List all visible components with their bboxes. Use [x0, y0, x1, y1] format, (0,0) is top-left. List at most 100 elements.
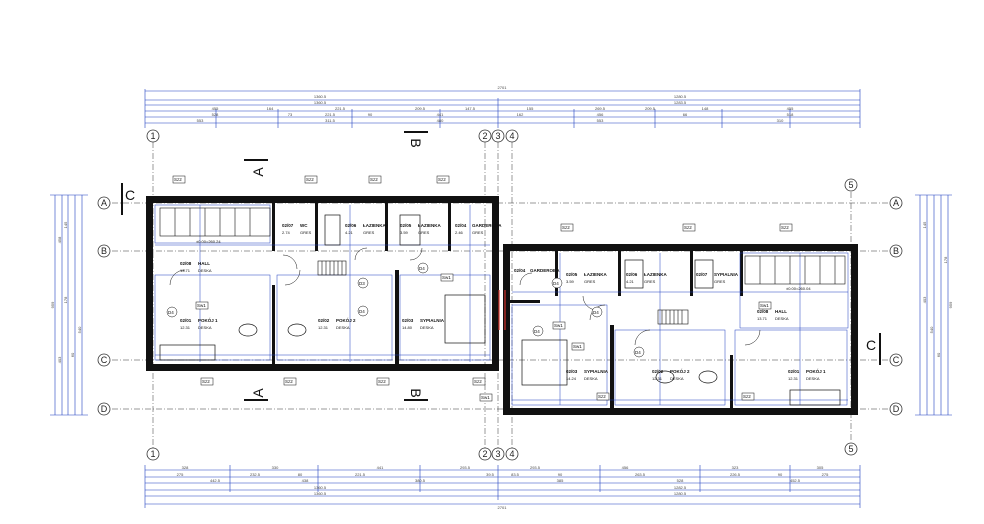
- room-finish: DESKA: [670, 376, 684, 381]
- section-marks: [121, 131, 881, 401]
- dim-left-1: 458: [57, 236, 62, 243]
- left-dimension-text: 959 458 403 145 178 60 540: [50, 221, 82, 363]
- tag-sz2: Sz2: [598, 394, 606, 399]
- interior-dimension-lines: [154, 204, 849, 406]
- dim-bot-r1-3: 293.5: [460, 465, 471, 470]
- section-a-bottom-label: A: [250, 388, 266, 398]
- walls-right-unit: [503, 244, 858, 415]
- tag-sz2: Sz2: [684, 225, 692, 230]
- section-mark-labels: A A B B C C: [125, 138, 876, 397]
- grid-label-1-bottom: 1: [150, 449, 155, 459]
- room-code: 02/06: [345, 223, 357, 228]
- dim-top-r3-b: 1283.5: [674, 100, 687, 105]
- dim-left-2: 403: [57, 356, 62, 363]
- tag-d4: D4: [168, 310, 174, 315]
- room-code: 02/07: [282, 223, 294, 228]
- dim-top-r6-3: 553: [597, 118, 604, 123]
- room-name: HALL: [198, 261, 210, 266]
- dim-top-r4-5: 155: [527, 106, 534, 111]
- room-finish: GRES: [714, 279, 726, 284]
- dim-top-r3-a: 1360.5: [314, 100, 327, 105]
- dim-top-r4-6: 269.5: [595, 106, 606, 111]
- room-finish: DESKA: [198, 325, 212, 330]
- room-finish: DESKA: [420, 325, 434, 330]
- room-code: 02/05: [566, 272, 578, 277]
- grid-label-b-right: B: [893, 246, 899, 256]
- dim-right-1: 145: [922, 221, 927, 228]
- tag-d4: D4: [534, 329, 540, 334]
- grid-label-2-bottom: 2: [482, 449, 487, 459]
- room-finish: DESKA: [806, 376, 820, 381]
- tag-sz2: Sz2: [306, 177, 314, 182]
- dim-bot-r2-7: 263.5: [635, 472, 646, 477]
- dim-bot-r2-4: 39.5: [486, 472, 495, 477]
- door-tag-labels: D4 D4 D4 D4 D4 D4 D3 D4: [168, 266, 641, 355]
- tag-sz2: Sz2: [474, 379, 482, 384]
- room-area: 12.31: [652, 376, 663, 381]
- furniture: [159, 214, 841, 406]
- dim-bot-r2-5: 83.5: [511, 472, 520, 477]
- door-tag-circles: [166, 262, 645, 358]
- tag-sw1: Sw1: [442, 275, 451, 280]
- dim-top-r4-0: 455: [212, 106, 219, 111]
- dim-top-r4-8: 148: [702, 106, 709, 111]
- tag-sw1: Sw1: [197, 303, 206, 308]
- room-area: 12.31: [318, 325, 329, 330]
- room-name: ŁAZIENKA: [363, 223, 386, 228]
- tag-sz2: Sz2: [438, 177, 446, 182]
- dim-bot-r2-1: 232.5: [250, 472, 261, 477]
- tag-d4: D4: [553, 281, 559, 286]
- tag-sz2: Sz2: [370, 177, 378, 182]
- dim-left-4: 178: [63, 296, 68, 303]
- dim-top-r5-8: 518: [787, 112, 794, 117]
- room-code: 02/05: [400, 223, 412, 228]
- tag-sz2: Sz2: [174, 177, 182, 182]
- room-name: POKÓJ 2: [336, 316, 356, 323]
- room-finish: GRES: [300, 230, 312, 235]
- dim-bot-r2-6: 90: [558, 472, 563, 477]
- tag-d4: D4: [593, 310, 599, 315]
- dim-top-r4-9: 455: [787, 106, 794, 111]
- grid-label-5-bottom: 5: [848, 444, 853, 454]
- room-area: 12.31: [788, 376, 799, 381]
- dim-bot-r1-6: 323: [732, 465, 739, 470]
- dim-top-r5-4: 441: [437, 112, 444, 117]
- room-area: 4.21: [345, 230, 354, 235]
- room-name: ŁAZIENKA: [584, 272, 607, 277]
- tag-sz2: Sz2: [743, 394, 751, 399]
- dim-bot-r2-8: 226.5: [730, 472, 741, 477]
- room-code: 02/04: [514, 268, 526, 273]
- room-code: 02/01: [788, 369, 800, 374]
- grid-label-3-bottom: 3: [495, 449, 500, 459]
- room-finish: DESKA: [584, 376, 598, 381]
- room-finish: DESKA: [775, 316, 789, 321]
- tag-d4: D4: [359, 309, 365, 314]
- grid-label-d-right: D: [893, 404, 900, 414]
- dim-bot-r1-1: 330: [272, 465, 279, 470]
- bottom-dimension-chains: [144, 465, 861, 508]
- dim-bot-r5-a: 1360.5: [314, 491, 327, 496]
- dim-left-3: 145: [63, 221, 68, 228]
- dim-right-0: 959: [948, 301, 953, 308]
- room-area: 13.71: [757, 316, 768, 321]
- room-name: GARDEROBA: [530, 268, 560, 273]
- room-code: 02/03: [566, 369, 578, 374]
- dim-bot-r3-4: 528: [677, 478, 684, 483]
- room-area: 14.24: [566, 376, 577, 381]
- room-finish: DESKA: [336, 325, 350, 330]
- dim-left-0: 959: [50, 301, 55, 308]
- room-code: 02/06: [626, 272, 638, 277]
- room-finish: GRES: [584, 279, 596, 284]
- room-name: HALL: [775, 309, 787, 314]
- dim-top-r5-7: 66: [683, 112, 688, 117]
- highlight-accents: [498, 290, 506, 330]
- dim-top-r6-4: 310: [777, 118, 784, 123]
- section-c-right-label: C: [866, 337, 876, 353]
- dim-top-r2-b: 1280.5: [674, 94, 687, 99]
- stairs-right: [657, 255, 846, 325]
- room-area: 2.46: [455, 230, 464, 235]
- tag-sz2: Sz2: [202, 379, 210, 384]
- tag-sw1: Sw1: [554, 323, 563, 328]
- grid-axis-lines: [112, 142, 888, 448]
- dim-top-r5-6: 456: [597, 112, 604, 117]
